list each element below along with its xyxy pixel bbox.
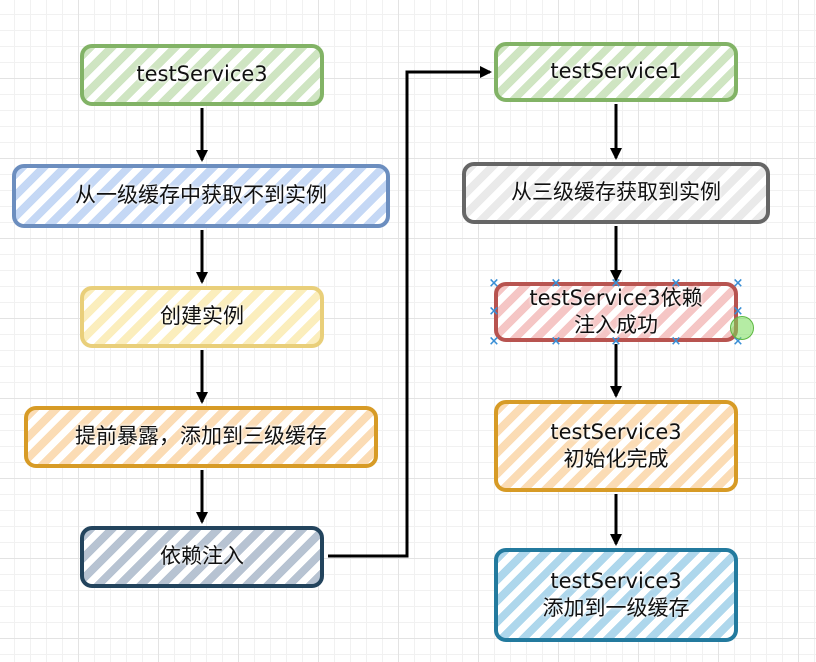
- node-label: 创建实例: [160, 304, 244, 329]
- node-label: testService1: [550, 59, 682, 84]
- node-label: testService3 初始化完成: [550, 419, 682, 471]
- node-testservice3[interactable]: testService3: [80, 44, 324, 106]
- node-label: 从一级缓存中获取不到实例: [75, 183, 327, 208]
- node-testservice1[interactable]: testService1: [494, 42, 738, 102]
- node-label: 从三级缓存获取到实例: [511, 180, 721, 205]
- node-label: testService3 添加到一级缓存: [542, 568, 690, 620]
- node-get-from-first-level-cache[interactable]: 从一级缓存中获取不到实例: [12, 164, 390, 228]
- edge-n5-n6[interactable]: [328, 66, 492, 558]
- node-dependency-injected[interactable]: testService3依赖 注入成功: [494, 282, 738, 342]
- node-add-to-first-level-cache[interactable]: testService3 添加到一级缓存: [494, 548, 738, 642]
- node-expose-early-third-level-cache[interactable]: 提前暴露，添加到三级缓存: [24, 406, 378, 468]
- node-create-instance[interactable]: 创建实例: [80, 286, 324, 348]
- node-label: 依赖注入: [160, 544, 244, 569]
- node-label: testService3依赖 注入成功: [529, 285, 703, 337]
- rotate-handle-icon[interactable]: [730, 316, 754, 340]
- node-label: testService3: [136, 62, 268, 87]
- node-initialization-complete[interactable]: testService3 初始化完成: [494, 400, 738, 492]
- node-get-from-third-level-cache[interactable]: 从三级缓存获取到实例: [462, 162, 770, 224]
- node-label: 提前暴露，添加到三级缓存: [75, 424, 327, 449]
- node-dependency-injection[interactable]: 依赖注入: [80, 526, 324, 588]
